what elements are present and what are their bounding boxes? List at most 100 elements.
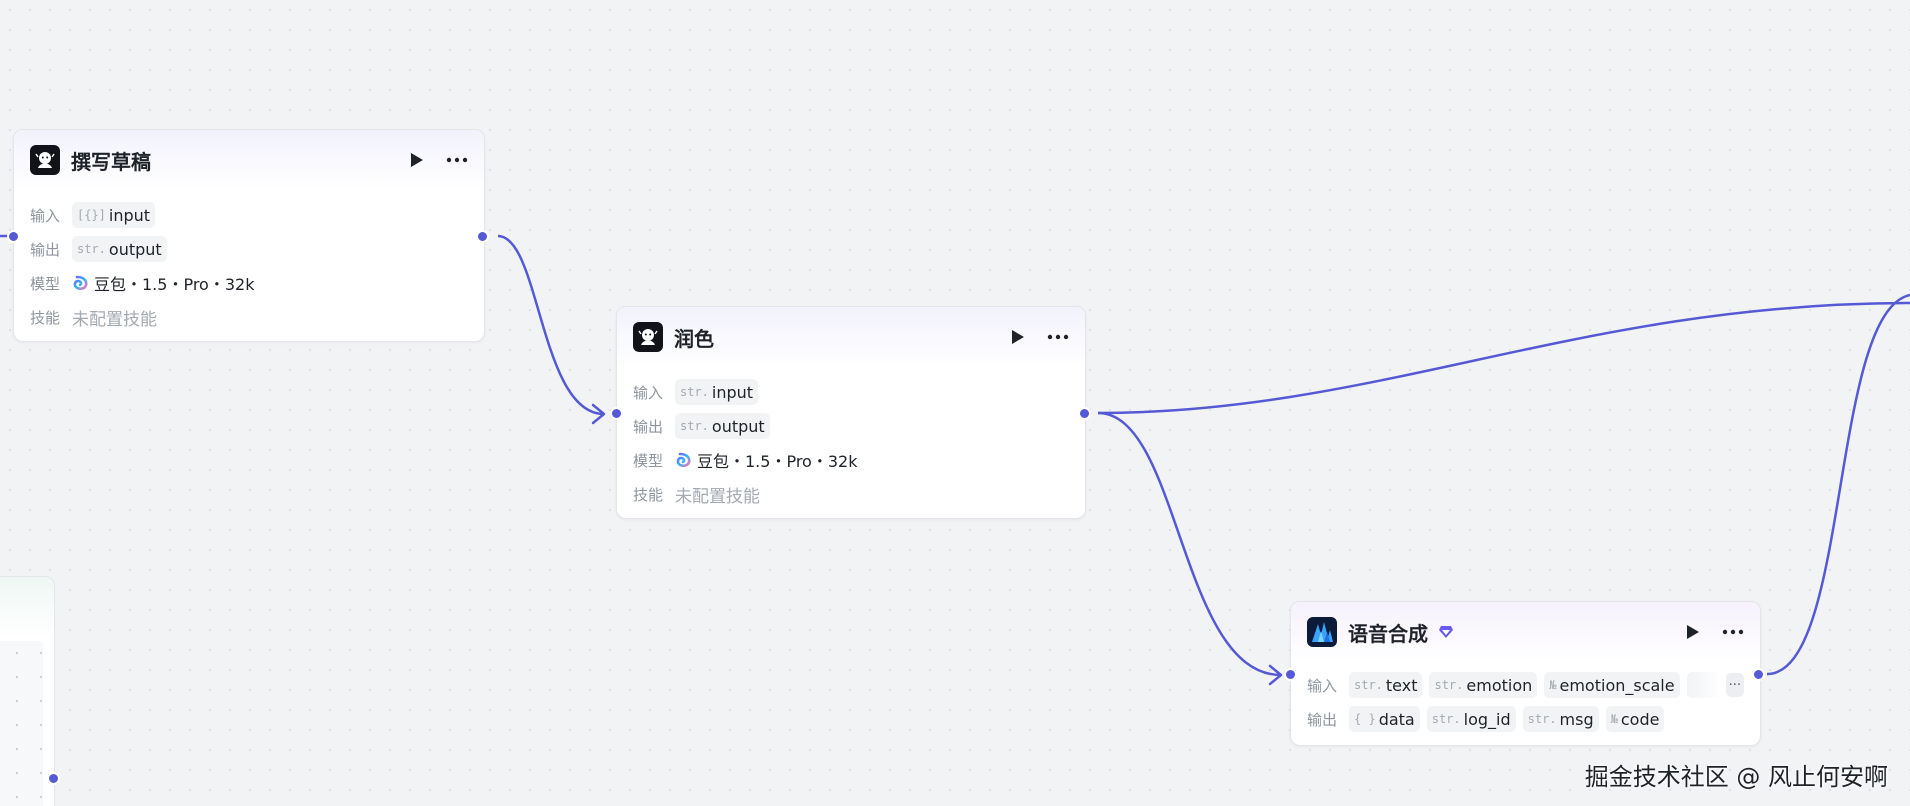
node-tts-actions <box>1686 602 1744 662</box>
input-label: 输入 <box>1307 676 1338 695</box>
input-param-tag[interactable]: str. input <box>675 379 759 405</box>
node-polish-output-port[interactable] <box>1078 407 1091 420</box>
input-param-name: text <box>1385 675 1418 695</box>
string-type-icon: str. <box>680 419 709 433</box>
more-icon[interactable] <box>1722 629 1744 635</box>
play-icon[interactable] <box>1686 624 1700 640</box>
input-param-name: input <box>108 205 151 225</box>
node-draft-body: 输入 [{}] input 输出 str. output 模型 <box>14 190 484 344</box>
node-draft-title: 撰写草稿 <box>71 149 151 174</box>
output-label: 输出 <box>1307 710 1338 729</box>
skill-value: 未配置技能 <box>675 486 760 507</box>
input-label: 输入 <box>633 383 664 402</box>
node-tts-body: 输入 str. text str. emotion № emotion_scal… <box>1291 662 1760 746</box>
play-icon[interactable] <box>1011 329 1025 345</box>
skill-row: 技能 未配置技能 <box>633 477 1069 511</box>
doubao-model-icon <box>72 275 88 291</box>
partial-node-header <box>0 577 54 637</box>
output-param-tag[interactable]: str. output <box>72 236 167 262</box>
input-param-tag[interactable]: [{}] input <box>72 202 156 228</box>
waveform-logo-icon <box>1307 617 1337 647</box>
watermark-text: 掘金技术社区 @ 风止何安啊 <box>1584 763 1888 791</box>
node-draft-output-port[interactable] <box>476 230 489 243</box>
input-row: 输入 [{}] input <box>30 198 468 232</box>
output-param-tag[interactable]: { } data <box>1349 706 1420 732</box>
output-label: 输出 <box>30 240 61 259</box>
more-icon[interactable] <box>1047 334 1069 340</box>
object-type-icon: { } <box>1354 712 1376 726</box>
input-row: 输入 str. text str. emotion № emotion_scal… <box>1307 668 1744 702</box>
node-draft[interactable]: 撰写草稿 输入 [{}] input 输出 st <box>13 129 485 342</box>
node-tts[interactable]: 语音合成 输入 str. text str. <box>1290 601 1761 746</box>
output-row: 输出 str. output <box>633 409 1069 443</box>
node-draft-input-port[interactable] <box>7 230 20 243</box>
output-param-tag[interactable]: str. log_id <box>1426 706 1516 732</box>
node-polish-title: 润色 <box>674 326 714 351</box>
edge-polish-to-offscreen <box>1097 301 1910 415</box>
edge-arrow-polish-input <box>591 403 606 425</box>
play-icon[interactable] <box>410 152 424 168</box>
doubao-model-icon <box>675 452 691 468</box>
string-type-icon: str. <box>1354 678 1383 692</box>
edge-polish-to-tts <box>1097 411 1282 677</box>
node-draft-actions <box>410 130 468 190</box>
node-polish-input-port[interactable] <box>610 407 623 420</box>
input-param-tag[interactable]: str. text <box>1349 672 1423 698</box>
model-label: 模型 <box>633 451 664 470</box>
string-type-icon: str. <box>1527 712 1557 726</box>
number-type-icon: № <box>1610 712 1618 726</box>
output-param-name: code <box>1620 709 1660 729</box>
output-param-name: msg <box>1559 709 1594 729</box>
output-param-tag[interactable]: str. msg <box>1522 706 1599 732</box>
array-type-icon: [{}] <box>77 208 106 222</box>
node-draft-header[interactable]: 撰写草稿 <box>14 130 484 190</box>
string-type-icon: str. <box>77 242 106 256</box>
input-param-tag[interactable]: str. emotion <box>1429 672 1538 698</box>
doubao-avatar-icon <box>30 145 60 175</box>
partial-node-input-port[interactable] <box>47 772 60 785</box>
diamond-vip-icon <box>1438 625 1454 639</box>
output-label: 输出 <box>633 417 664 436</box>
output-param-name: output <box>711 416 765 436</box>
input-row: 输入 str. input <box>633 375 1069 409</box>
skill-label: 技能 <box>30 308 61 327</box>
input-param-name: input <box>711 382 754 402</box>
skill-value: 未配置技能 <box>72 309 157 330</box>
input-param-name: emotion <box>1466 675 1533 695</box>
edge-arrow-tts-input <box>1268 664 1283 686</box>
node-tts-output-port[interactable] <box>1752 668 1765 681</box>
output-param-name: data <box>1378 709 1415 729</box>
node-polish-body: 输入 str. input 输出 str. output 模型 <box>617 367 1085 521</box>
skill-label: 技能 <box>633 485 664 504</box>
partial-node-left[interactable] <box>0 576 55 806</box>
output-param-name: log_id <box>1463 709 1511 729</box>
output-param-tag[interactable]: № code <box>1605 706 1665 732</box>
output-param-tag[interactable]: str. output <box>675 413 770 439</box>
edge-tts-to-offscreen <box>1766 293 1910 676</box>
node-polish-actions <box>1011 307 1069 367</box>
input-label: 输入 <box>30 206 61 225</box>
more-icon[interactable] <box>446 157 468 163</box>
node-tts-title: 语音合成 <box>1348 621 1428 646</box>
more-inputs-button[interactable]: ··· <box>1725 673 1744 697</box>
string-type-icon: str. <box>1434 678 1464 692</box>
model-label: 模型 <box>30 274 61 293</box>
output-row: 输出 str. output <box>30 232 468 266</box>
input-param-tag[interactable]: № emotion_scale <box>1544 672 1680 698</box>
edge-draft-to-polish <box>497 234 605 416</box>
node-tts-header[interactable]: 语音合成 <box>1291 602 1760 662</box>
overflow-fade <box>1686 672 1722 698</box>
partial-node-body <box>0 641 43 806</box>
model-name: 豆包・1.5・Pro・32k <box>94 275 255 294</box>
string-type-icon: str. <box>680 385 709 399</box>
node-polish[interactable]: 润色 输入 str. input 输出 str. <box>616 306 1086 519</box>
doubao-avatar-icon <box>633 322 663 352</box>
skill-row: 技能 未配置技能 <box>30 300 468 334</box>
node-polish-header[interactable]: 润色 <box>617 307 1085 367</box>
output-row: 输出 { } data str. log_id str. msg № code <box>1307 702 1744 736</box>
node-tts-input-port[interactable] <box>1284 668 1297 681</box>
input-param-name: emotion_scale <box>1559 675 1675 695</box>
string-type-icon: str. <box>1431 712 1461 726</box>
model-name: 豆包・1.5・Pro・32k <box>697 452 858 471</box>
